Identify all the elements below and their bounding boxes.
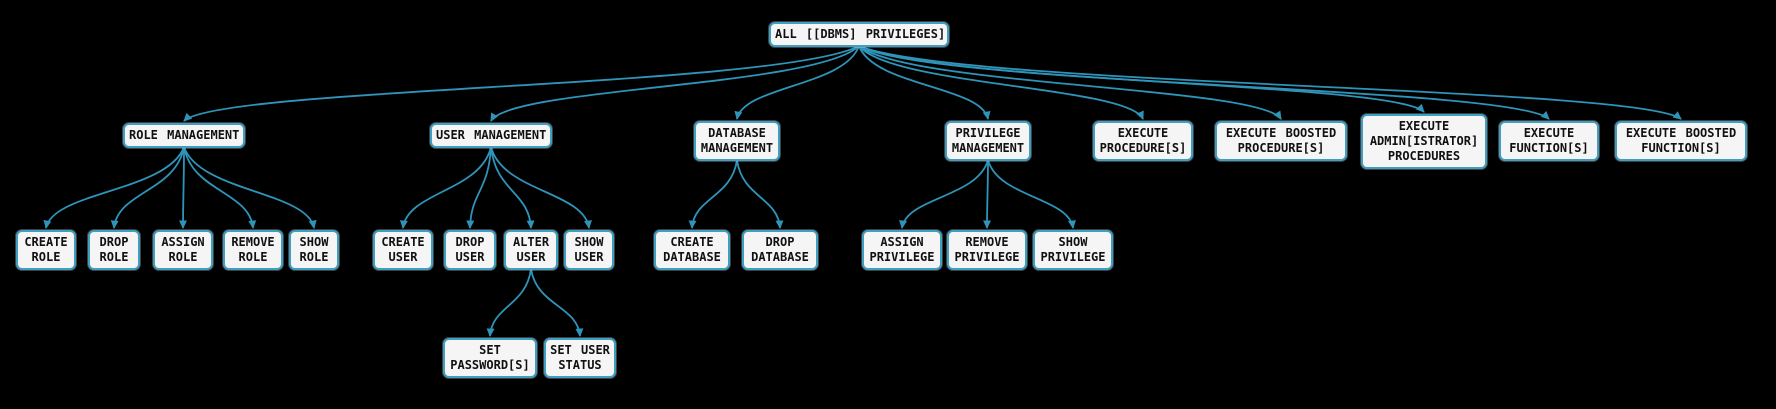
- edge-role-management-to-assign-role: [179, 146, 188, 229]
- edge-all-privileges-to-execute-admin-procedures: [858, 45, 1425, 113]
- node-drop-user: DROP USER: [444, 230, 496, 270]
- edge-alter-user-to-set-passwords: [486, 268, 532, 337]
- edge-alter-user-to-set-user-status: [530, 268, 584, 337]
- edge-user-management-to-create-user: [399, 146, 492, 229]
- node-database-management: DATABASE MANAGEMENT: [694, 121, 780, 161]
- edge-all-privileges-to-execute-procedures: [858, 45, 1144, 120]
- edge-user-management-to-show-user: [490, 146, 592, 229]
- edge-role-management-to-show-role: [183, 146, 317, 229]
- node-remove-privilege: REMOVE PRIVILEGE: [947, 230, 1027, 270]
- node-user-management: USER MANAGEMENT: [430, 123, 552, 148]
- edge-all-privileges-to-execute-boosted-functions: [858, 45, 1682, 120]
- edge-all-privileges-to-role-management: [183, 45, 860, 122]
- edge-role-management-to-remove-role: [183, 146, 257, 229]
- node-execute-boosted-functions: EXECUTE BOOSTED FUNCTION[S]: [1615, 121, 1747, 161]
- node-set-user-status: SET USER STATUS: [544, 338, 616, 378]
- node-execute-functions: EXECUTE FUNCTION[S]: [1499, 121, 1599, 161]
- edge-user-management-to-drop-user: [466, 146, 492, 229]
- edge-all-privileges-to-privilege-management: [858, 45, 991, 120]
- node-role-management: ROLE MANAGEMENT: [123, 123, 245, 148]
- node-show-role: SHOW ROLE: [289, 230, 339, 270]
- node-all-privileges: ALL [[DBMS] PRIVILEGES]: [769, 22, 949, 47]
- edge-privilege-management-to-remove-privilege: [983, 159, 992, 229]
- edge-role-management-to-create-role: [43, 146, 185, 229]
- node-execute-admin-procedures: EXECUTE ADMIN[ISTRATOR] PROCEDURES: [1361, 114, 1487, 169]
- node-drop-role: DROP ROLE: [88, 230, 140, 270]
- edge-database-management-to-create-database: [688, 159, 738, 229]
- node-drop-database: DROP DATABASE: [742, 230, 818, 270]
- node-execute-boosted-procedures: EXECUTE BOOSTED PROCEDURE[S]: [1215, 121, 1347, 161]
- edge-all-privileges-to-database-management: [734, 45, 860, 120]
- node-show-user: SHOW USER: [564, 230, 614, 270]
- node-assign-role: ASSIGN ROLE: [153, 230, 213, 270]
- node-execute-procedures: EXECUTE PROCEDURE[S]: [1093, 121, 1193, 161]
- node-remove-role: REMOVE ROLE: [223, 230, 283, 270]
- edge-role-management-to-drop-role: [110, 146, 185, 229]
- edge-database-management-to-drop-database: [736, 159, 784, 229]
- node-create-user: CREATE USER: [373, 230, 433, 270]
- node-create-role: CREATE ROLE: [16, 230, 76, 270]
- edge-all-privileges-to-user-management: [490, 45, 860, 122]
- node-privilege-management: PRIVILEGE MANAGEMENT: [945, 121, 1031, 161]
- edge-privilege-management-to-assign-privilege: [899, 159, 989, 229]
- node-alter-user: ALTER USER: [504, 230, 558, 270]
- edge-all-privileges-to-execute-boosted-procedures: [858, 45, 1282, 120]
- node-show-privilege: SHOW PRIVILEGE: [1033, 230, 1113, 270]
- node-create-database: CREATE DATABASE: [654, 230, 730, 270]
- node-set-passwords: SET PASSWORD[S]: [443, 338, 537, 378]
- edge-user-management-to-alter-user: [490, 146, 535, 229]
- edge-all-privileges-to-execute-functions: [858, 45, 1550, 120]
- node-assign-privilege: ASSIGN PRIVILEGE: [862, 230, 942, 270]
- edge-privilege-management-to-show-privilege: [987, 159, 1076, 229]
